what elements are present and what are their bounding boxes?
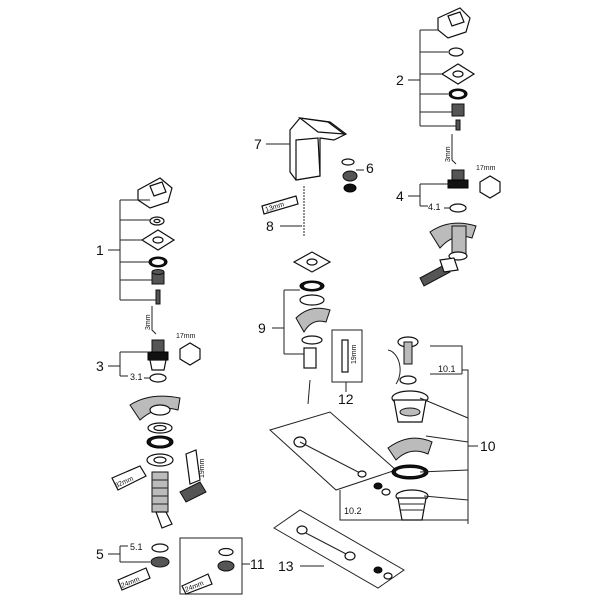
callout-11: 11 bbox=[250, 556, 265, 572]
spout-assembly: 13mm 19mm bbox=[261, 117, 363, 405]
box-12 bbox=[331, 329, 363, 383]
aerator bbox=[342, 170, 358, 182]
right-handle-assembly: 3mm 17mm bbox=[419, 7, 501, 287]
pop-up-linkage bbox=[269, 411, 397, 496]
right-screw bbox=[455, 119, 461, 131]
left-nut-24mm bbox=[150, 556, 170, 568]
pull-rod bbox=[299, 529, 351, 557]
callout-4-1: 4.1 bbox=[428, 202, 441, 212]
right-hex-key bbox=[451, 134, 457, 165]
right-washer bbox=[448, 47, 464, 57]
left-threaded-shank bbox=[151, 471, 169, 513]
callout-10-1: 10.1 bbox=[438, 364, 456, 374]
callout-10: 10 bbox=[480, 438, 496, 454]
callout-13: 13 bbox=[278, 558, 294, 574]
callout-9: 9 bbox=[258, 320, 266, 336]
left-connector-19mm bbox=[179, 481, 207, 503]
fixing-rod bbox=[303, 347, 317, 369]
callout-6: 6 bbox=[366, 160, 374, 176]
right-ring-4-1 bbox=[449, 203, 467, 213]
callout-5: 5 bbox=[96, 546, 104, 562]
callout-10-2: 10.2 bbox=[344, 506, 362, 516]
aerator-washer bbox=[341, 158, 355, 166]
right-spindle bbox=[451, 103, 465, 117]
left-handle-assembly: 3mm 17mm 32mm 19mm bbox=[111, 177, 207, 591]
left-hex-key-size: 3mm bbox=[145, 314, 152, 330]
waste-assembly bbox=[387, 336, 433, 521]
box-11-nut bbox=[217, 560, 235, 572]
box-11-washer bbox=[218, 547, 234, 557]
waste-deck-cutaway bbox=[387, 437, 433, 461]
box-11: 24mm bbox=[179, 537, 250, 595]
callout-7: 7 bbox=[254, 136, 262, 152]
callout-4: 4 bbox=[396, 188, 404, 204]
left-screw bbox=[155, 289, 161, 305]
left-washer-5-1 bbox=[151, 543, 169, 553]
left-leader-lines bbox=[108, 199, 156, 563]
left-hex-size: 17mm bbox=[176, 333, 196, 340]
right-connector bbox=[419, 263, 451, 287]
callout-1: 1 bbox=[96, 242, 104, 258]
right-hex-17mm bbox=[479, 175, 501, 199]
left-hex-key bbox=[151, 306, 157, 335]
linkage-rod bbox=[299, 441, 363, 475]
right-hex-key-size: 3mm bbox=[445, 146, 452, 162]
callout-2: 2 bbox=[396, 72, 404, 88]
left-hex-17mm bbox=[179, 342, 201, 366]
callout-8: 8 bbox=[266, 218, 274, 234]
right-hex-size: 17mm bbox=[476, 165, 496, 172]
callout-5-1: 5.1 bbox=[130, 542, 143, 552]
spout-deck-cutaway bbox=[295, 307, 331, 334]
pull-rod-assembly bbox=[273, 509, 405, 589]
left-connector-19-size: 19mm bbox=[199, 458, 206, 478]
callout-12: 12 bbox=[338, 391, 354, 407]
hose-wrench-size: 13mm bbox=[264, 201, 285, 214]
left-ring-3-1 bbox=[149, 373, 167, 383]
hose-wrench bbox=[261, 195, 299, 215]
callout-3-1: 3.1 bbox=[130, 372, 143, 382]
box-12-size: 19mm bbox=[351, 344, 358, 364]
callout-3: 3 bbox=[96, 358, 104, 374]
